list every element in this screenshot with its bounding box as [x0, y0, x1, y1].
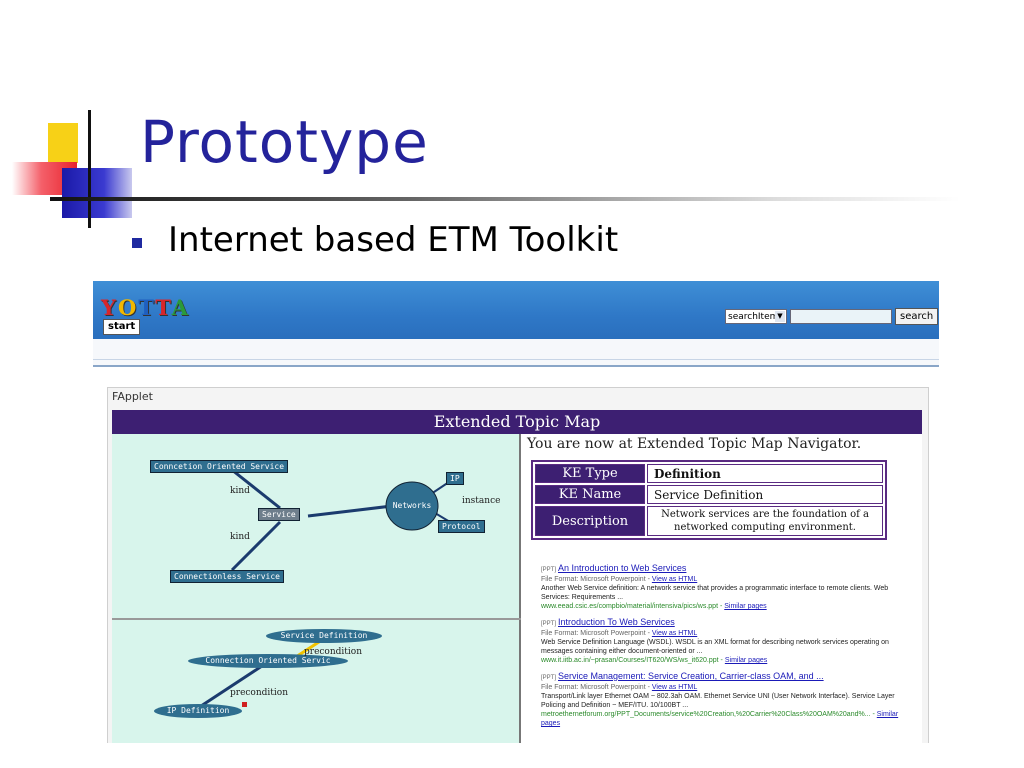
result-snippet: Another Web Service definition: A networ… [541, 585, 889, 601]
list-item: [PPT]Service Management: Service Creatio… [541, 672, 911, 728]
search-input[interactable] [790, 309, 892, 324]
node-service-definition[interactable]: Service Definition [280, 631, 368, 640]
app-sub-bar [93, 339, 939, 367]
search-type-value: searchItem [728, 312, 779, 322]
similar-pages-link[interactable]: Similar pages [541, 711, 899, 727]
decor-blue-square [62, 168, 132, 218]
search-button[interactable]: search [895, 308, 939, 325]
similar-pages-link[interactable]: Similar pages [724, 603, 767, 610]
result-type-tag: [PPT] [541, 567, 557, 573]
result-title-link[interactable]: Introduction To Web Services [558, 617, 675, 627]
result-type-tag: [PPT] [541, 621, 557, 627]
result-snippet: Transport/Link layer Ethernet OAM ~ 802.… [541, 693, 895, 709]
ke-value: Network services are the foundation of a… [647, 506, 883, 536]
edge-label-kind: kind [230, 486, 250, 496]
result-url: metroethernetforum.org/PPT_Documents/ser… [541, 711, 877, 718]
logo-letter: T [155, 295, 172, 320]
ke-value: Definition [647, 464, 883, 483]
ke-value: Service Definition [647, 485, 883, 504]
divider [93, 359, 939, 360]
bullet-square-icon [132, 238, 142, 248]
result-format: File Format: Microsoft Powerpoint - [541, 684, 652, 691]
view-as-html-link[interactable]: View as HTML [651, 630, 698, 637]
result-format: File Format: Microsoft Powerpoint - [541, 630, 652, 637]
logo-letter: T [138, 295, 156, 320]
result-type-tag: [PPT] [541, 675, 557, 681]
table-row: KE Name Service Definition [535, 485, 883, 504]
logo-letter: O [118, 295, 139, 320]
bullet-text: Internet based ETM Toolkit [168, 220, 619, 260]
applet-frame: FApplet Extended Topic Map Conncetion Or… [107, 387, 929, 743]
chevron-down-icon[interactable]: ▼ [775, 311, 785, 322]
navigator-heading: You are now at Extended Topic Map Naviga… [527, 436, 862, 452]
edge-label-precondition: precondition [304, 647, 362, 657]
node-connectionless-service[interactable]: Connectionless Service [170, 570, 284, 583]
logo-letter: Y [101, 295, 118, 320]
search-results: [PPT]An Introduction to Web Services Fil… [541, 564, 911, 735]
node-ip-definition[interactable]: IP Definition [166, 706, 230, 715]
ke-key: Description [535, 506, 645, 536]
edge-label-kind: kind [230, 532, 250, 542]
app-screenshot: YOTTA start searchItem ▼ search FApplet … [93, 281, 939, 743]
table-row: KE Type Definition [535, 464, 883, 483]
navigator-panel: You are now at Extended Topic Map Naviga… [521, 434, 922, 743]
edge-label-precondition: precondition [230, 688, 288, 698]
view-as-html-link[interactable]: View as HTML [651, 576, 698, 583]
decor-horizontal-line [50, 197, 960, 201]
applet-label: FApplet [112, 390, 153, 403]
graph-edges [230, 468, 453, 572]
decor-yellow-square [48, 123, 78, 163]
slide-title: Prototype [140, 108, 429, 176]
logo-letter: A [171, 295, 190, 320]
list-item: [PPT]Introduction To Web Services File F… [541, 618, 911, 665]
result-url: www.it.iitb.ac.in/~prasan/Courses/IT620/… [541, 657, 725, 664]
search-type-select[interactable]: searchItem ▼ [725, 309, 787, 324]
view-as-html-link[interactable]: View as HTML [651, 684, 698, 691]
list-item: [PPT]An Introduction to Web Services Fil… [541, 564, 911, 611]
result-snippet: Web Service Definition Language (WSDL). … [541, 639, 889, 655]
graph-bottom-edges [154, 629, 382, 718]
result-title-link[interactable]: An Introduction to Web Services [558, 563, 687, 573]
ke-key: KE Name [535, 485, 645, 504]
result-title-link[interactable]: Service Management: Service Creation, Ca… [558, 671, 824, 681]
ke-table: KE Type Definition KE Name Service Defin… [531, 460, 887, 540]
result-url: www.eead.csic.es/compbio/material/intens… [541, 603, 725, 610]
node-ip[interactable]: IP [446, 472, 464, 485]
ke-key: KE Type [535, 464, 645, 483]
edge-label-instance: instance [462, 496, 501, 506]
app-logo[interactable]: YOTTA [101, 295, 190, 320]
result-format: File Format: Microsoft Powerpoint - [541, 576, 652, 583]
etm-header: Extended Topic Map [112, 410, 922, 434]
node-networks[interactable]: Networks [392, 501, 432, 510]
topic-graph-top[interactable]: Conncetion Oriented Service Service Netw… [112, 434, 521, 618]
node-connection-oriented-service-bottom[interactable]: Connection Oriented Servic [205, 656, 331, 665]
node-connection-oriented-service[interactable]: Conncetion Oriented Service [150, 460, 289, 473]
table-row: Description Network services are the fou… [535, 506, 883, 536]
graph-divider[interactable] [112, 618, 521, 620]
node-protocol[interactable]: Protocol [438, 520, 485, 533]
topic-graph-bottom[interactable]: Service Definition Connection Oriented S… [112, 620, 521, 743]
app-header-bar: YOTTA start searchItem ▼ search [93, 281, 939, 339]
node-service[interactable]: Service [258, 508, 300, 521]
similar-pages-link[interactable]: Similar pages [724, 657, 768, 664]
decor-vertical-line [88, 110, 91, 228]
start-button[interactable]: start [103, 319, 141, 335]
